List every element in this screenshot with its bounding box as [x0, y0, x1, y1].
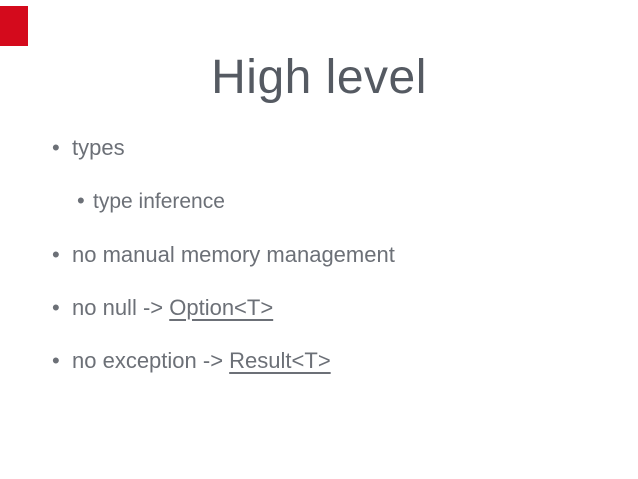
bullet-text-segment: type inference [93, 190, 225, 213]
bullet-text-segment: no null -> [72, 295, 170, 320]
bullet-item: • no manual memory management [52, 243, 395, 267]
bullet-icon: • [52, 348, 60, 373]
bullet-item: • no null -> Option<T> [52, 296, 395, 320]
bullet-text-segment: no manual memory management [72, 242, 395, 267]
bullet-icon: • [77, 188, 85, 213]
red-marker [0, 6, 28, 46]
bullet-text: no manual memory management [72, 243, 395, 267]
bullet-text: types [72, 136, 125, 160]
bullet-text-segment: no exception -> [72, 348, 230, 373]
option-t-link[interactable]: Option<T> [169, 295, 274, 320]
slide-title: High level [211, 51, 427, 104]
bullet-icon: • [52, 135, 60, 160]
result-t-link[interactable]: Result<T> [229, 348, 331, 373]
bullet-text: no null -> Option<T> [72, 296, 273, 320]
bullet-list: • types • type inference • no manual memory m… [52, 136, 395, 402]
bullet-icon: • [52, 295, 60, 320]
bullet-icon: • [52, 242, 60, 267]
bullet-item: • types [52, 136, 395, 160]
bullet-text-segment: types [72, 135, 125, 160]
bullet-item: • type inference [77, 189, 395, 214]
bullet-item: • no exception -> Result<T> [52, 349, 395, 373]
bullet-text: no exception -> Result<T> [72, 349, 331, 373]
bullet-text: type inference [93, 190, 225, 214]
